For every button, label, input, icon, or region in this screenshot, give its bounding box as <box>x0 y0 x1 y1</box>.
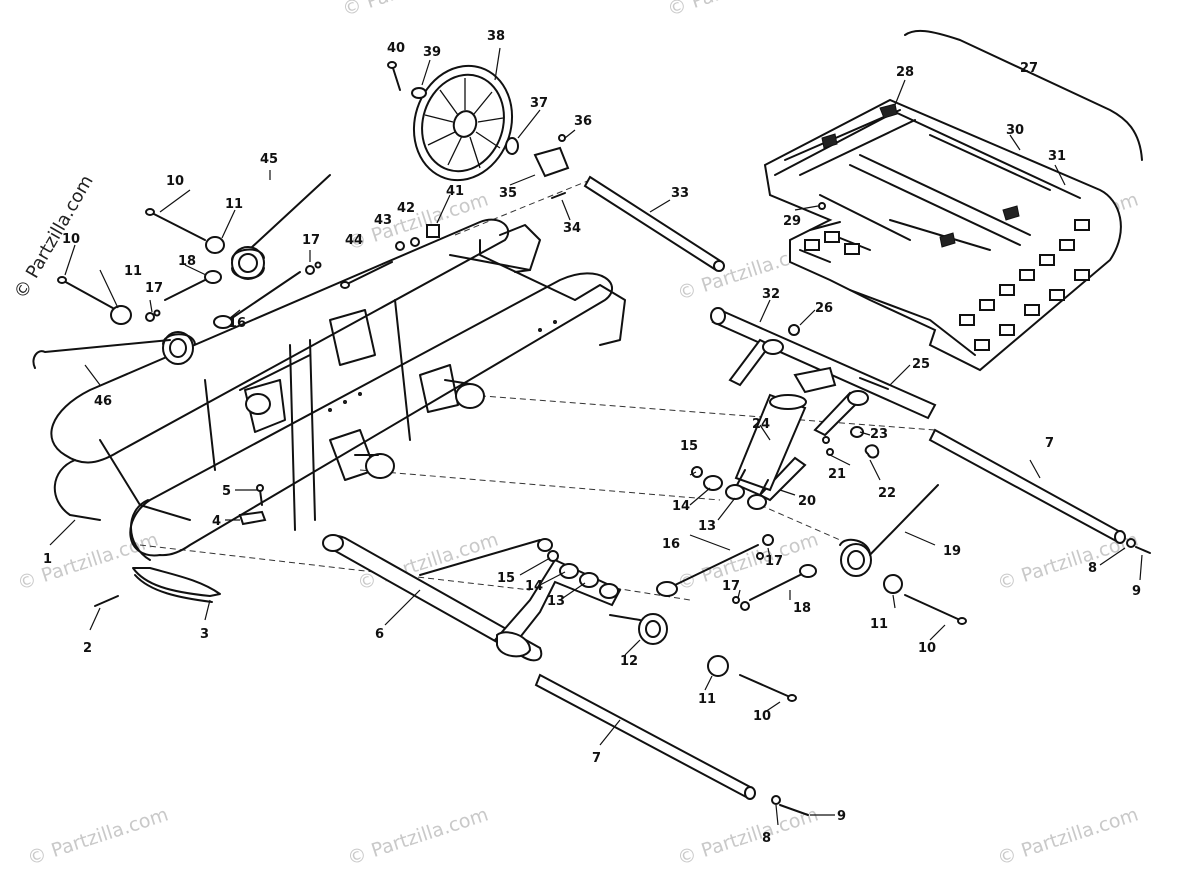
callout-label: 19 <box>943 544 961 559</box>
callout-label: 15 <box>680 439 698 454</box>
callout-label: 29 <box>783 214 801 229</box>
callout-label: 46 <box>94 394 112 409</box>
callout-label: 10 <box>62 232 80 247</box>
watermark: © Partzilla.com <box>675 529 821 595</box>
callout-label: 10 <box>166 174 184 189</box>
callout-label: 23 <box>870 427 888 442</box>
callout-label: 11 <box>124 264 142 279</box>
callout-label: 34 <box>563 221 581 236</box>
right-spring-assembly <box>656 484 967 625</box>
callout-label: 13 <box>698 519 716 534</box>
callout-label: 18 <box>178 254 196 269</box>
idler-wheel <box>387 61 570 199</box>
leader-lines <box>49 47 1143 826</box>
callout-label: 32 <box>762 287 780 302</box>
alignment-lines <box>139 179 936 601</box>
callout-label: 14 <box>672 499 690 514</box>
callout-label: 14 <box>525 579 543 594</box>
callout-label: 26 <box>815 301 833 316</box>
callout-label: 45 <box>260 152 278 167</box>
watermark-side: © Partzilla.com <box>10 172 98 303</box>
callout-label: 36 <box>574 114 592 129</box>
callout-label: 40 <box>387 41 405 56</box>
callout-label: 3 <box>200 627 209 642</box>
watermarks: © Partzilla.com © Partzilla.com © Partzi… <box>10 0 1141 870</box>
callout-label: 13 <box>547 594 565 609</box>
front-arm-assembly <box>691 307 937 510</box>
rear-arm <box>322 534 797 702</box>
callout-label: 12 <box>620 654 638 669</box>
axle-33 <box>583 175 725 272</box>
callout-label: 22 <box>878 486 896 501</box>
callout-label: 24 <box>752 417 770 432</box>
callout-label: 44 <box>345 233 363 248</box>
callout-label: 8 <box>762 831 771 846</box>
callout-label: 4 <box>212 514 221 529</box>
callout-label: 2 <box>83 641 92 656</box>
callout-label: 33 <box>671 186 689 201</box>
callout-label: 16 <box>662 537 680 552</box>
watermark: © Partzilla.com <box>15 529 161 595</box>
callout-label: 10 <box>753 709 771 724</box>
callout-label: 8 <box>1088 561 1097 576</box>
shafts <box>534 428 1151 816</box>
callout-label: 41 <box>446 184 464 199</box>
callout-label: 17 <box>722 579 740 594</box>
callout-label: 38 <box>487 29 505 44</box>
watermark: © Partzilla.com <box>25 804 171 870</box>
callout-label: 5 <box>222 484 231 499</box>
callout-label: 11 <box>698 692 716 707</box>
suspension-frame <box>50 218 626 603</box>
watermark: © Partzilla.com <box>340 0 486 21</box>
callout-label: 39 <box>423 45 441 60</box>
callout-labels: 1 2 3 4 5 6 7 7 8 8 9 9 10 10 10 10 11 1… <box>43 29 1141 846</box>
callout-label: 10 <box>918 641 936 656</box>
callout-label: 18 <box>793 601 811 616</box>
callout-label: 27 <box>1020 61 1038 76</box>
watermark: © Partzilla.com <box>345 804 491 870</box>
callout-label: 21 <box>828 467 846 482</box>
callout-label: 17 <box>145 281 163 296</box>
callout-label: 25 <box>912 357 930 372</box>
watermark: © Partzilla.com <box>665 0 811 21</box>
callout-label: 1 <box>43 552 52 567</box>
callout-label: 11 <box>225 197 243 212</box>
callout-label: 37 <box>530 96 548 111</box>
small-hardware-left <box>94 484 267 607</box>
callout-label: 6 <box>375 627 384 642</box>
callout-label: 9 <box>837 809 846 824</box>
watermark: © Partzilla.com <box>675 804 821 870</box>
callout-label: 42 <box>397 201 415 216</box>
callout-label: 31 <box>1048 149 1066 164</box>
callout-label: 17 <box>765 554 783 569</box>
track-assembly <box>763 29 1143 372</box>
callout-label: 35 <box>499 186 517 201</box>
callout-label: 9 <box>1132 584 1141 599</box>
callout-label: 7 <box>592 751 601 766</box>
watermark: © Partzilla.com <box>995 804 1141 870</box>
callout-label: 20 <box>798 494 816 509</box>
callout-label: 7 <box>1045 436 1054 451</box>
callout-label: 28 <box>896 65 914 80</box>
callout-label: 17 <box>302 233 320 248</box>
callout-label: 11 <box>870 617 888 632</box>
callout-label: 30 <box>1006 123 1024 138</box>
left-spring-assembly <box>32 174 440 369</box>
callout-label: 43 <box>374 213 392 228</box>
callout-label: 15 <box>497 571 515 586</box>
callout-label: 16 <box>228 316 246 331</box>
